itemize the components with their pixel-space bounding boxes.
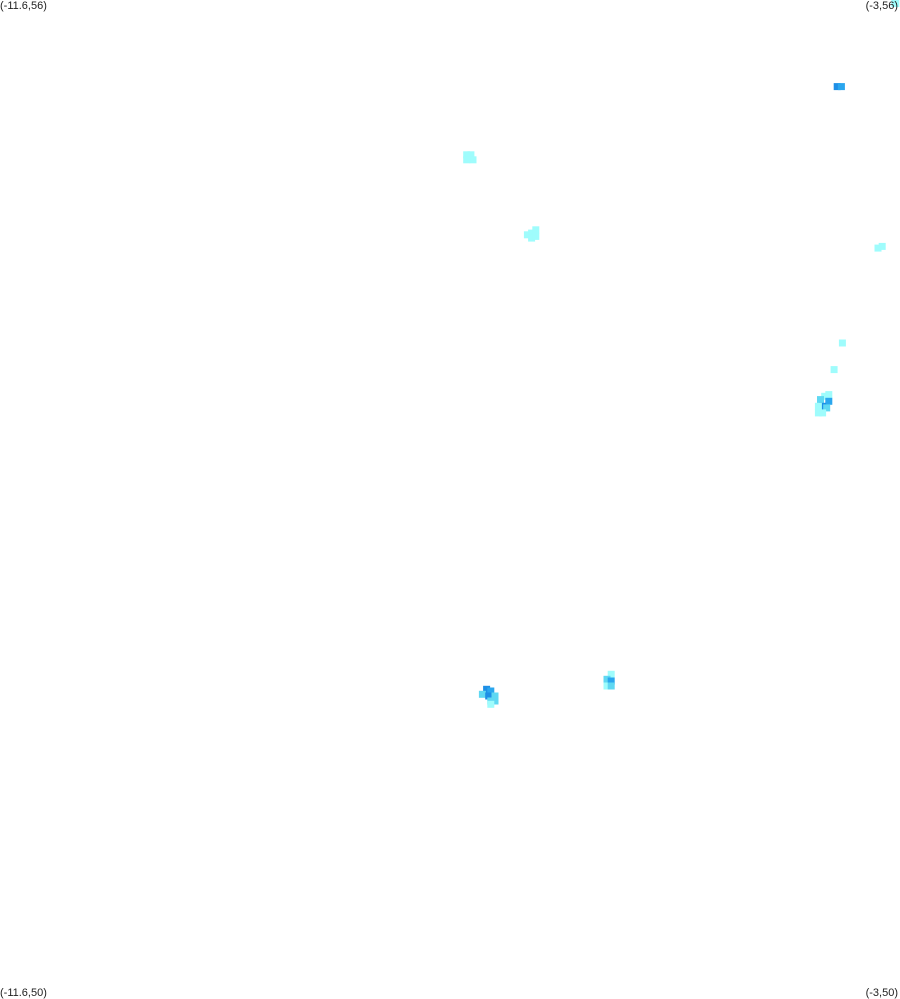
heat-cell: [478, 690, 486, 698]
heat-cell: [814, 402, 822, 410]
heat-cell: [819, 402, 827, 410]
heat-cell: [487, 687, 495, 695]
heat-cell: [817, 396, 824, 404]
heat-cell: [483, 685, 491, 693]
heat-cell: [532, 232, 540, 240]
heat-cell: [491, 692, 499, 700]
heat-cell: [469, 156, 477, 164]
heat-cell: [825, 397, 833, 405]
heat-cell: [607, 682, 615, 690]
corner-label-bottom-left: (-11.6,50): [0, 987, 47, 999]
heat-cell: [838, 339, 846, 347]
corner-label-top-left: (-11.6,56): [0, 0, 47, 12]
heat-cell: [487, 700, 495, 708]
heat-cell: [833, 83, 841, 91]
heat-cell: [878, 242, 886, 250]
heat-cell: [607, 670, 615, 678]
heat-cell: [491, 697, 499, 705]
heat-cell: [463, 156, 471, 164]
heat-cell: [603, 675, 611, 683]
heat-cell: [892, 0, 900, 7]
heat-cell: [528, 229, 536, 237]
heat-cell: [819, 409, 827, 417]
corner-label-top-right: (-3,56): [865, 0, 898, 12]
heat-cell: [485, 692, 493, 700]
heat-cell: [825, 391, 833, 399]
heat-cell: [821, 392, 829, 400]
heat-cell: [607, 677, 615, 685]
heat-cell: [874, 244, 882, 252]
heat-cell: [528, 234, 536, 242]
heat-cell: [823, 404, 831, 412]
corner-label-bottom-right: (-3,50): [865, 987, 898, 999]
heat-cell: [837, 83, 845, 91]
heat-cell: [523, 231, 531, 239]
heat-cell: [814, 409, 822, 417]
heat-cell: [603, 682, 611, 690]
heat-cell: [830, 366, 838, 374]
heat-cell: [532, 226, 540, 234]
